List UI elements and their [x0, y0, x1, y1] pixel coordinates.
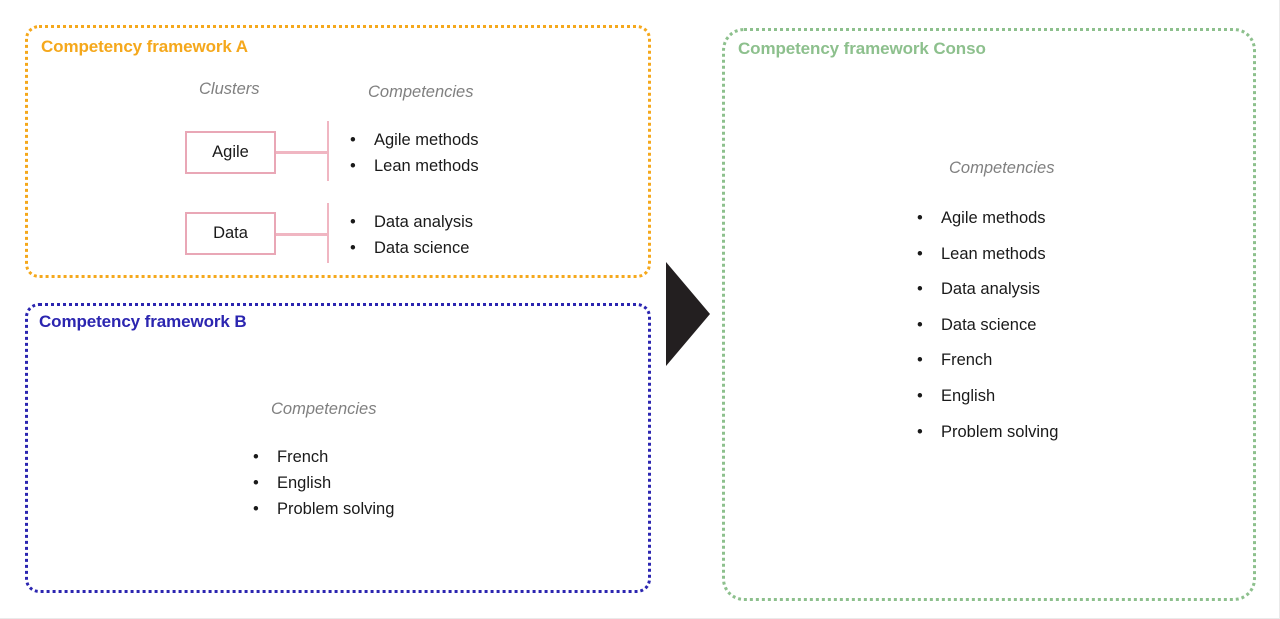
list-item: Problem solving: [253, 496, 394, 522]
cluster-box-data[interactable]: Data: [185, 212, 276, 255]
list-item: French: [917, 343, 1058, 379]
column-header-competencies-conso: Competencies: [949, 159, 1055, 177]
connector-bracket-data: [327, 203, 329, 263]
column-header-competencies-a: Competencies: [368, 83, 474, 101]
connector-horizontal-data: [276, 233, 329, 236]
panel-title-framework-b: Competency framework B: [39, 312, 247, 331]
connector-horizontal-agile: [276, 151, 329, 154]
cluster-box-agile[interactable]: Agile: [185, 131, 276, 174]
list-item: English: [253, 470, 394, 496]
competency-list-framework-b: French English Problem solving: [253, 444, 394, 522]
column-header-competencies-b: Competencies: [271, 400, 377, 418]
list-item: Lean methods: [350, 153, 479, 179]
panel-title-framework-conso: Competency framework Conso: [738, 39, 986, 58]
list-item: Data analysis: [917, 272, 1058, 308]
competency-list-data: Data analysis Data science: [350, 209, 473, 261]
connector-bracket-agile: [327, 121, 329, 181]
competency-list-framework-conso: Agile methods Lean methods Data analysis…: [917, 201, 1058, 450]
list-item: Data analysis: [350, 209, 473, 235]
panel-competency-framework-a: Competency framework A Clusters Competen…: [25, 25, 651, 278]
right-arrow-icon: [666, 262, 710, 366]
list-item: Lean methods: [917, 237, 1058, 273]
list-item: Problem solving: [917, 415, 1058, 451]
competency-list-agile: Agile methods Lean methods: [350, 127, 479, 179]
panel-title-framework-a: Competency framework A: [41, 37, 248, 56]
list-item: English: [917, 379, 1058, 415]
column-header-clusters: Clusters: [199, 80, 260, 98]
list-item: Agile methods: [350, 127, 479, 153]
list-item: Data science: [350, 235, 473, 261]
list-item: French: [253, 444, 394, 470]
list-item: Data science: [917, 308, 1058, 344]
list-item: Agile methods: [917, 201, 1058, 237]
